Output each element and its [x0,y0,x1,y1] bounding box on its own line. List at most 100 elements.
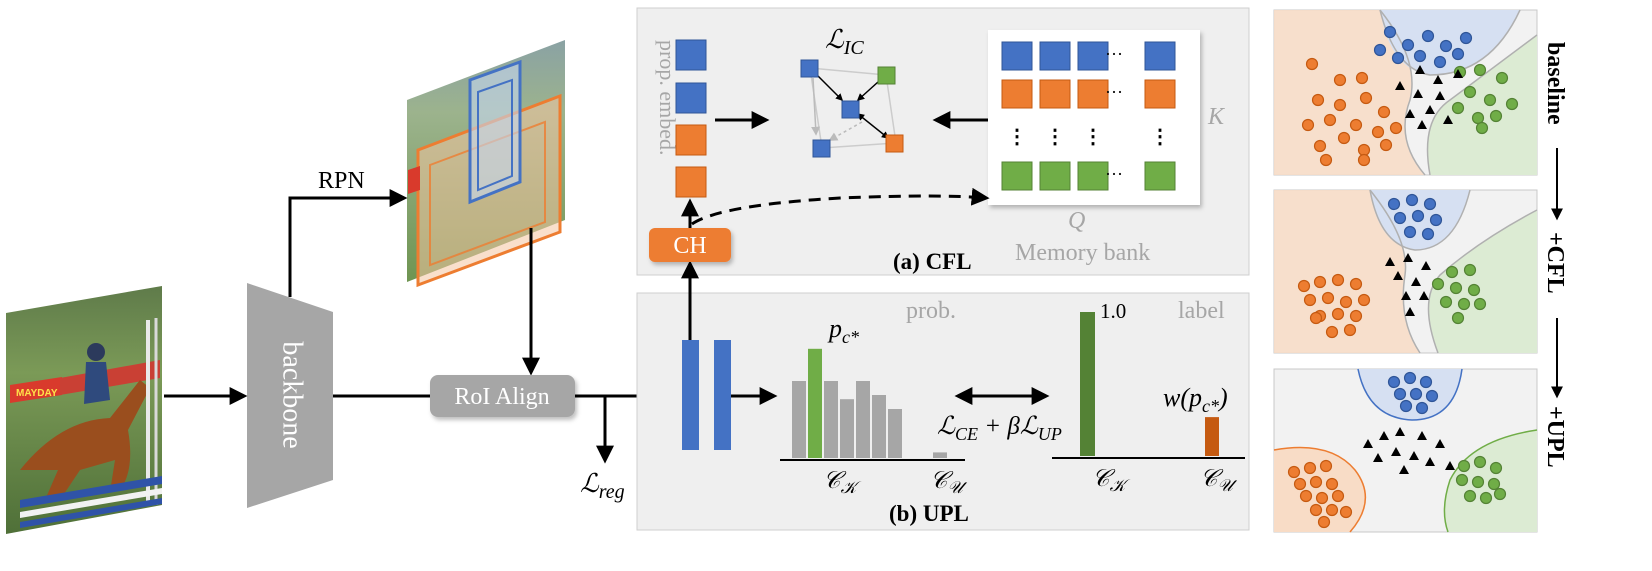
scatter-point [1401,38,1415,52]
unknown-triangle [1415,65,1425,74]
q-label: Q [1068,208,1085,234]
scatter-point [1309,503,1323,517]
scatter-point [1403,225,1417,239]
memory-vertical-ellipsis: ⋮ [1083,126,1103,148]
scatter-point [1325,477,1339,491]
unknown-triangle [1411,277,1421,286]
unknown-triangle [1399,465,1409,474]
unknown-triangle [1385,257,1395,266]
scatter-point [1439,295,1453,309]
side-label-baseline: baseline [1542,42,1568,125]
scatter-point [1383,25,1397,39]
scatter-point [1421,29,1435,43]
memory-vertical-ellipsis: ⋮ [1150,126,1170,148]
prob-bar [856,381,870,458]
scatter-point [1505,97,1519,111]
fc-layer-2 [714,340,731,450]
prob-bar [872,395,886,458]
scatter-point [1467,283,1481,297]
backbone-block [247,283,333,508]
scatter-point [1431,277,1445,291]
scatter-point [1301,118,1315,132]
label-histogram [1080,312,1219,456]
unknown-triangle [1417,431,1427,440]
unknown-triangle [1391,447,1401,456]
scatter-point [1389,121,1403,135]
unknown-triangle [1443,115,1453,124]
k-label: K [1207,104,1226,130]
scatter-point [1391,51,1405,65]
memory-cell [1144,79,1176,109]
scatter-point [1333,73,1347,87]
scatter-point [1339,505,1353,519]
unknown-triangle [1403,253,1413,262]
scatter-point [1483,93,1497,107]
upl-panel [636,292,1250,531]
scatter-point [1357,293,1371,307]
memory-cell [1077,79,1109,109]
ch-label: CH [673,233,706,259]
scatter-point [1445,265,1459,279]
one-label: 1.0 [1100,299,1126,323]
memory-cell [1144,41,1176,71]
roi-align-block [430,375,575,417]
memory-cell [1001,161,1033,191]
l-reg-label: ℒreg [580,469,625,503]
prob-bar [933,452,947,458]
scatter-point [1315,491,1329,505]
memory-cell [1144,161,1176,191]
scatter-point [1331,273,1345,287]
backbone-label: backbone [277,341,308,448]
scatter-point [1459,31,1473,45]
label-bar-known [1080,312,1095,456]
scatter-point [1419,375,1433,389]
scatter-point [1309,475,1323,489]
scatter-point [1393,387,1407,401]
scatter-point [1489,109,1503,123]
unknown-triangle [1413,89,1423,98]
scatter-point [1473,297,1487,311]
scatter-point [1409,387,1423,401]
scatter-point [1451,47,1465,61]
scatter-point [1415,401,1429,415]
memory-cell [1039,41,1071,71]
w-label: w(pc*) [1163,383,1228,416]
scatter-point [1325,325,1339,339]
unknown-triangle [1435,439,1445,448]
scatter-point [1287,465,1301,479]
scatter-point [1405,193,1419,207]
scatter-point [1463,489,1477,503]
fc-layer-1 [682,340,699,450]
prob-bar [840,399,854,458]
memory-cell [1077,41,1109,71]
unknown-triangle [1419,291,1429,300]
scatter-point [1349,277,1363,291]
cu-label-label: 𝒞𝒰 [1200,466,1238,495]
backbone-to-rpn-arrow [288,189,408,297]
scatter-point [1333,98,1347,112]
scatter-point [1463,263,1477,277]
upl-viz-panel [1273,368,1538,533]
scatter-point [1429,213,1443,227]
scatter-point [1349,309,1363,323]
scatter-point [1371,125,1385,139]
scatter-point [1337,131,1351,145]
scatter-point [1313,275,1327,289]
scatter-point [1421,227,1435,241]
cfl-viz-panel [1273,189,1538,354]
scatter-point [1377,105,1391,119]
scatter-point [1487,477,1501,491]
scatter-point [1309,311,1323,325]
cfl-title: (a) CFL [893,249,972,274]
scatter-point [1343,323,1357,337]
unknown-triangle [1379,431,1389,440]
unknown-triangle [1401,291,1411,300]
unknown-triangle [1433,75,1443,84]
prob-bar [792,381,806,458]
ch-block [649,228,731,262]
memory-cell [1001,79,1033,109]
scatter-point [1313,139,1327,153]
scatter-point [1393,211,1407,225]
scatter-point [1473,63,1487,77]
